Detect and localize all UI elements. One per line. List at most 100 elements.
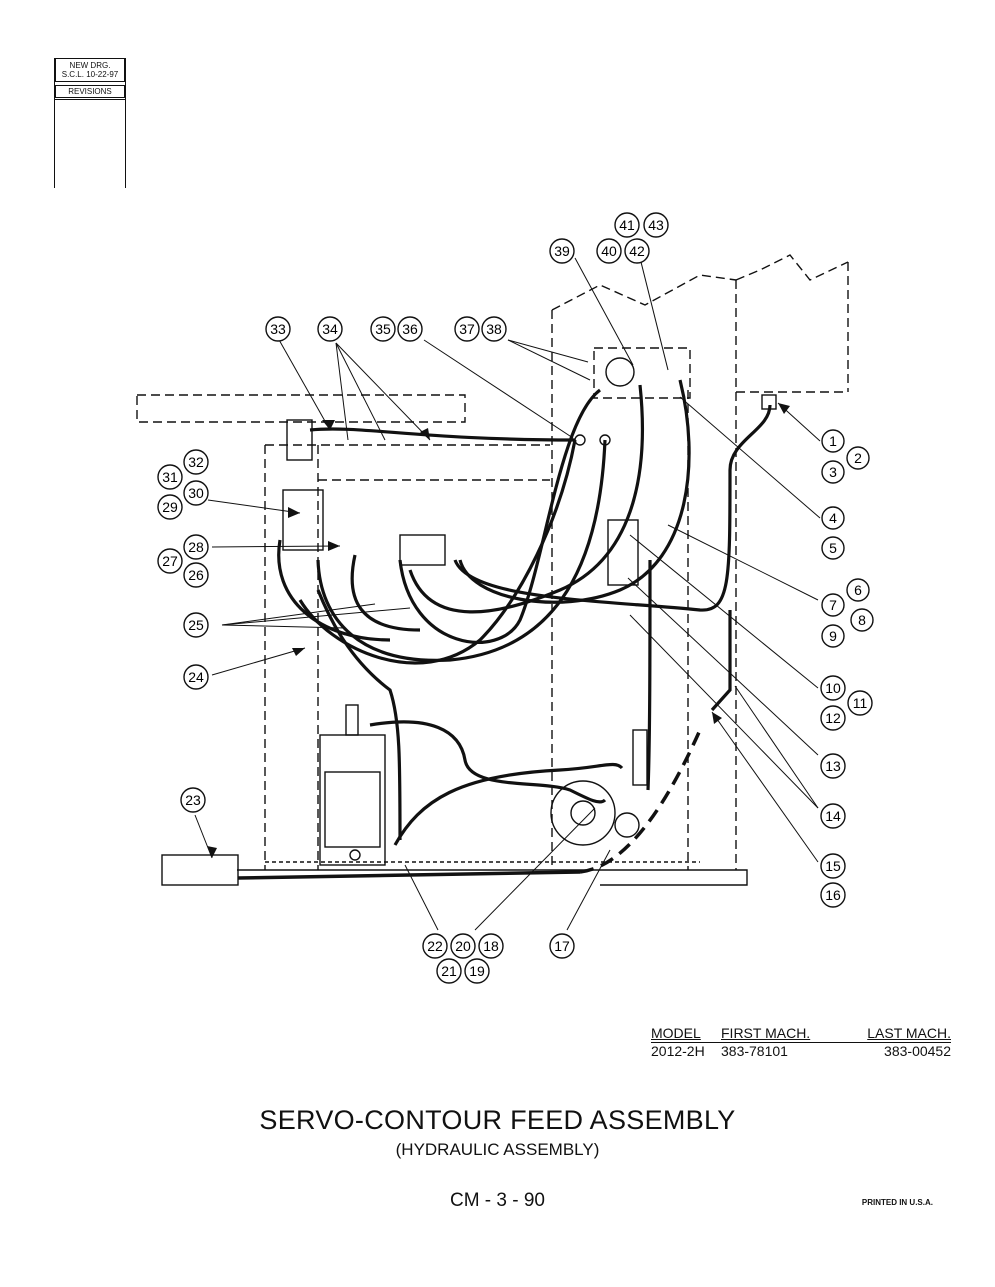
model-table-header: MODEL FIRST MACH. LAST MACH. xyxy=(651,1025,951,1041)
callout-7: 7 xyxy=(821,593,845,617)
valve-block-29 xyxy=(282,489,324,551)
callout-38-label: 38 xyxy=(486,321,502,337)
callout-18: 18 xyxy=(478,933,504,959)
callout-24: 24 xyxy=(183,664,209,690)
revisions-label: REVISIONS xyxy=(55,85,125,98)
callout-8: 8 xyxy=(850,608,874,632)
callout-6-label: 6 xyxy=(854,582,862,598)
callout-27-label: 27 xyxy=(162,553,178,569)
callout-2: 2 xyxy=(846,446,870,470)
callout-16: 16 xyxy=(820,882,846,908)
model-header: MODEL xyxy=(651,1025,701,1041)
callout-38: 38 xyxy=(481,316,507,342)
callout-36: 36 xyxy=(397,316,423,342)
callout-42-label: 42 xyxy=(629,243,645,259)
callout-40-label: 40 xyxy=(601,243,617,259)
page-subtitle: (HYDRAULIC ASSEMBLY) xyxy=(395,1140,600,1159)
callout-33: 33 xyxy=(265,316,291,342)
callout-27: 27 xyxy=(157,548,183,574)
last-mach-header: LAST MACH. xyxy=(867,1025,951,1041)
callout-5-label: 5 xyxy=(829,540,837,556)
callout-4: 4 xyxy=(821,506,845,530)
callout-42: 42 xyxy=(624,238,650,264)
callout-26: 26 xyxy=(183,562,209,588)
callout-11-label: 11 xyxy=(853,695,868,711)
callout-14: 14 xyxy=(820,803,846,829)
scl-date-label: S.C.L. 10-22-97 xyxy=(61,70,119,79)
callout-6: 6 xyxy=(846,578,870,602)
callout-13-label: 13 xyxy=(825,758,841,774)
revisions-divider xyxy=(55,99,125,103)
model-table: MODEL FIRST MACH. LAST MACH. 2012-2H 383… xyxy=(651,1025,951,1059)
callout-36-label: 36 xyxy=(402,321,418,337)
callout-28-label: 28 xyxy=(188,539,204,555)
callout-26-label: 26 xyxy=(188,567,204,583)
page-number: CM - 3 - 90 xyxy=(449,1190,546,1211)
callout-37: 37 xyxy=(454,316,480,342)
callout-18-label: 18 xyxy=(483,938,499,954)
last-mach-value: 383-00452 xyxy=(884,1043,951,1059)
callout-17: 17 xyxy=(549,933,575,959)
callout-31: 31 xyxy=(157,464,183,490)
first-mach-value: 383-78101 xyxy=(721,1043,788,1059)
callout-43: 43 xyxy=(643,212,669,238)
callout-9: 9 xyxy=(821,624,845,648)
callout-32: 32 xyxy=(183,449,209,475)
callout-39: 39 xyxy=(549,238,575,264)
callout-29-label: 29 xyxy=(162,499,178,515)
accumulator-39 xyxy=(605,357,635,387)
callout-2-label: 2 xyxy=(854,450,862,466)
callout-21: 21 xyxy=(436,958,462,984)
callout-7-label: 7 xyxy=(829,597,837,613)
base-frame xyxy=(237,869,748,886)
callout-10-label: 10 xyxy=(825,680,841,696)
callout-8-label: 8 xyxy=(858,612,866,628)
callout-22-label: 22 xyxy=(427,938,443,954)
machine-outline xyxy=(136,254,849,870)
callout-23: 23 xyxy=(180,787,206,813)
callout-15-label: 15 xyxy=(825,858,841,874)
callout-11: 11 xyxy=(847,690,873,716)
callout-37-label: 37 xyxy=(459,321,475,337)
callout-20: 20 xyxy=(450,933,476,959)
callout-19-label: 19 xyxy=(469,963,485,979)
hydraulic-hoses xyxy=(277,379,772,846)
callout-5: 5 xyxy=(821,536,845,560)
callout-21-label: 21 xyxy=(441,963,457,979)
callout-28: 28 xyxy=(183,534,209,560)
model-value: 2012-2H xyxy=(651,1043,705,1059)
callout-19: 19 xyxy=(464,958,490,984)
callout-14-label: 14 xyxy=(825,808,841,824)
leader-arrows xyxy=(207,403,790,858)
callout-23-label: 23 xyxy=(185,792,201,808)
callout-3-label: 3 xyxy=(829,464,837,480)
new-drawing-label: NEW DRG. xyxy=(69,61,111,70)
callout-30: 30 xyxy=(183,480,209,506)
callout-43-label: 43 xyxy=(648,217,664,233)
callout-3: 3 xyxy=(821,460,845,484)
callout-10: 10 xyxy=(820,675,846,701)
callout-35-label: 35 xyxy=(375,321,391,337)
callout-bubbles: 1 2 3 4 5 6 7 8 9 10 11 12 13 14 15 16 1… xyxy=(157,212,874,984)
callout-35: 35 xyxy=(370,316,396,342)
callout-34-label: 34 xyxy=(322,321,338,337)
callout-30-label: 30 xyxy=(188,485,204,501)
callout-32-label: 32 xyxy=(188,454,204,470)
leader-lines xyxy=(194,257,821,931)
callout-12-label: 12 xyxy=(825,710,841,726)
page-title: SERVO-CONTOUR FEED ASSEMBLY xyxy=(259,1105,736,1135)
callout-39-label: 39 xyxy=(554,243,570,259)
callout-17-label: 17 xyxy=(554,938,570,954)
callout-25-label: 25 xyxy=(188,617,204,633)
first-mach-header: FIRST MACH. xyxy=(721,1025,811,1041)
callout-34: 34 xyxy=(317,316,343,342)
callout-12: 12 xyxy=(820,705,846,731)
reservoir-23 xyxy=(161,854,239,886)
callout-4-label: 4 xyxy=(829,510,837,526)
printed-in-usa: PRINTED IN U.S.A. xyxy=(861,1198,933,1207)
callout-40: 40 xyxy=(596,238,622,264)
callout-1-label: 1 xyxy=(829,433,837,449)
callout-22: 22 xyxy=(422,933,448,959)
callout-20-label: 20 xyxy=(455,938,471,954)
